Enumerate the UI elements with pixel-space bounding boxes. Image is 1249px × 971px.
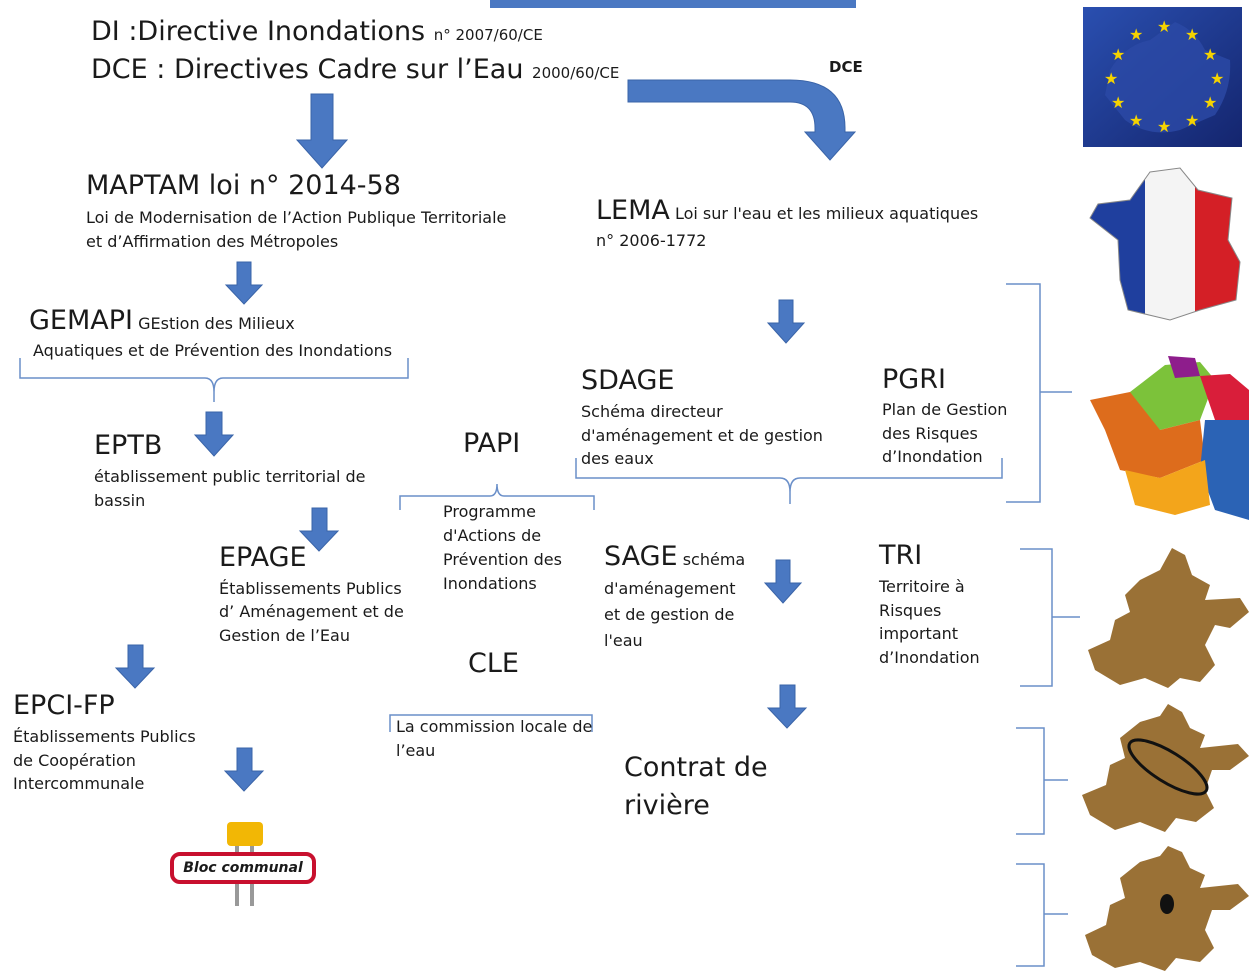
lema-title: LEMA bbox=[596, 195, 670, 226]
risk-bracket bbox=[1016, 727, 1068, 835]
lema-desc-1: Loi sur l'eau et les milieux aquatiques bbox=[674, 204, 979, 223]
cle-desc-2: l’eau bbox=[396, 741, 436, 760]
papi-line-2: d'Actions de bbox=[443, 526, 542, 545]
gemapi-title: GEMAPI bbox=[29, 305, 133, 336]
sage-title: SAGE bbox=[604, 541, 678, 572]
svg-text:★: ★ bbox=[1129, 111, 1143, 130]
pgri-line-2: des Risques bbox=[882, 424, 978, 443]
gemapi-brace bbox=[19, 358, 409, 402]
sdage-line-2: d'aménagement et de gestion bbox=[581, 426, 823, 445]
tri-line-4: d’Inondation bbox=[879, 648, 980, 667]
tri-bracket bbox=[1020, 548, 1080, 687]
contrat-line-2: rivière bbox=[624, 790, 710, 821]
eu-map-flag-icon: ★★★ ★★★ ★★★ ★★★ bbox=[1083, 7, 1242, 147]
di-line: DI :Directive Inondations n° 2007/60/CE bbox=[91, 16, 543, 47]
territory-point-icon bbox=[1085, 846, 1249, 971]
tri-title: TRI bbox=[879, 540, 923, 571]
sage-line-3: et de gestion de bbox=[604, 605, 735, 624]
svg-text:★: ★ bbox=[1104, 69, 1118, 88]
sage-line-4: l'eau bbox=[604, 631, 643, 650]
cle-brace bbox=[389, 714, 593, 732]
svg-text:★: ★ bbox=[1157, 17, 1171, 36]
gemapi-desc-2: Aquatiques et de Prévention des Inondati… bbox=[33, 341, 393, 360]
bloc-communal-label: Bloc communal bbox=[183, 860, 303, 876]
lema-line: LEMA Loi sur l'eau et les milieux aquati… bbox=[596, 195, 978, 226]
papi-brace bbox=[399, 483, 595, 510]
svg-text:★: ★ bbox=[1129, 25, 1143, 44]
svg-text:★: ★ bbox=[1210, 69, 1224, 88]
arrow-sdage-to-sage bbox=[763, 559, 803, 604]
dce-line: DCE : Directives Cadre sur l’Eau 2000/60… bbox=[91, 54, 619, 85]
pgri-line-1: Plan de Gestion bbox=[882, 400, 1008, 419]
arrow-sage-to-contrat bbox=[766, 684, 808, 729]
arrow-eptb-to-epage bbox=[298, 507, 340, 552]
epci-title: EPCI-FP bbox=[13, 690, 115, 721]
papi-line-4: Inondations bbox=[443, 574, 537, 593]
svg-text:★: ★ bbox=[1157, 117, 1171, 136]
svg-text:★: ★ bbox=[1203, 45, 1217, 64]
arrow-gemapi-to-eptb bbox=[193, 411, 235, 457]
sdage-line-3: des eaux bbox=[581, 449, 654, 468]
svg-text:★: ★ bbox=[1111, 45, 1125, 64]
sdage-title: SDAGE bbox=[581, 365, 675, 396]
papi-title: PAPI bbox=[463, 428, 521, 459]
sdage-line-1: Schéma directeur bbox=[581, 402, 723, 421]
arrow-maptam-to-gemapi bbox=[224, 261, 264, 305]
epci-line-3: Intercommunale bbox=[13, 774, 145, 793]
france-basins-map-icon bbox=[1090, 356, 1249, 520]
point-bracket bbox=[1016, 863, 1068, 967]
epage-line-3: Gestion de l’Eau bbox=[219, 626, 350, 645]
papi-line-1: Programme bbox=[443, 502, 536, 521]
svg-text:★: ★ bbox=[1185, 111, 1199, 130]
tri-line-3: important bbox=[879, 624, 959, 643]
territory-risk-zone-icon bbox=[1082, 704, 1249, 832]
epage-line-2: d’ Aménagement et de bbox=[219, 602, 404, 621]
pgri-line-3: d’Inondation bbox=[882, 447, 983, 466]
gemapi-line: GEMAPI GEstion des Milieux bbox=[29, 305, 295, 336]
sage-line: SAGE schéma bbox=[604, 541, 745, 572]
tri-line-2: Risques bbox=[879, 601, 942, 620]
top-banner bbox=[490, 0, 856, 8]
maptam-desc-1: Loi de Modernisation de l’Action Publiqu… bbox=[86, 208, 507, 227]
dce-label: DCE : Directives Cadre sur l’Eau bbox=[91, 54, 524, 85]
papi-line-3: Prévention des bbox=[443, 550, 562, 569]
contrat-line-1: Contrat de bbox=[624, 752, 768, 783]
france-flag-map-icon bbox=[1089, 167, 1241, 321]
epage-line-1: Établissements Publics bbox=[219, 579, 402, 598]
cle-desc-1: La commission locale de bbox=[396, 717, 593, 736]
dce-curved-arrow bbox=[627, 79, 857, 161]
epci-line-1: Établissements Publics bbox=[13, 727, 196, 746]
eptb-desc-1: établissement public territorial de bbox=[94, 467, 366, 486]
arrow-di-to-maptam bbox=[295, 93, 349, 169]
sage-line-2: d'aménagement bbox=[604, 579, 736, 598]
arrow-epage-to-epci bbox=[114, 644, 156, 689]
maptam-desc-2: et d’Affirmation des Métropoles bbox=[86, 232, 339, 251]
svg-text:★: ★ bbox=[1185, 25, 1199, 44]
sdage-brace bbox=[575, 458, 1003, 504]
di-ref: n° 2007/60/CE bbox=[433, 26, 543, 44]
lema-desc-2: n° 2006-1772 bbox=[596, 231, 707, 250]
basins-bracket bbox=[1006, 283, 1072, 503]
bloc-communal-sign: Bloc communal bbox=[170, 852, 316, 884]
bloc-communal-sign-icon bbox=[227, 822, 263, 906]
svg-text:★: ★ bbox=[1111, 93, 1125, 112]
svg-text:★: ★ bbox=[1203, 93, 1217, 112]
epci-line-2: de Coopération bbox=[13, 751, 136, 770]
eptb-title: EPTB bbox=[94, 430, 163, 461]
tri-line-1: Territoire à bbox=[879, 577, 965, 596]
gemapi-desc-1: GEstion des Milieux bbox=[138, 314, 295, 333]
eptb-desc-2: bassin bbox=[94, 491, 146, 510]
arrow-lema-to-sdage bbox=[766, 299, 806, 344]
sage-line-1: schéma bbox=[682, 550, 746, 569]
maptam-title: MAPTAM loi n° 2014-58 bbox=[86, 170, 401, 201]
dce-arrow-label: DCE bbox=[829, 58, 863, 76]
territory-map-icon bbox=[1088, 548, 1249, 688]
di-label: DI :Directive Inondations bbox=[91, 16, 426, 47]
dce-ref: 2000/60/CE bbox=[532, 64, 620, 82]
epage-title: EPAGE bbox=[219, 542, 307, 573]
pgri-title: PGRI bbox=[882, 364, 946, 395]
cle-title: CLE bbox=[468, 648, 519, 679]
arrow-epci-to-bloc bbox=[223, 747, 265, 792]
